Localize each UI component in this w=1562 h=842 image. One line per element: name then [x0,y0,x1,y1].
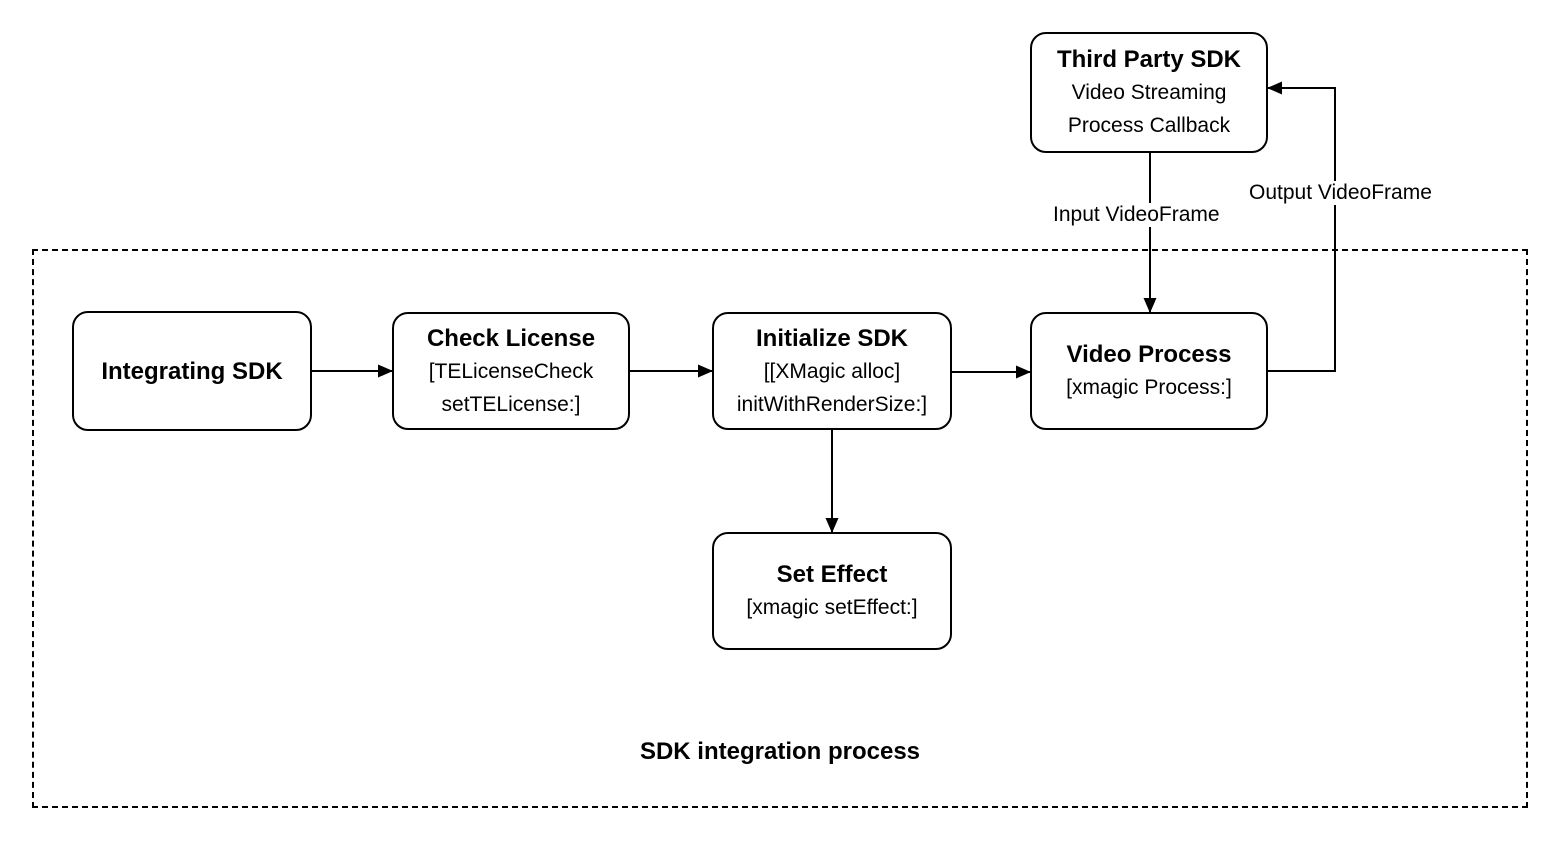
node-title: Video Process [1066,341,1232,368]
node-body-line: [xmagic setEffect:] [746,596,918,619]
node-check-license: Check License [TELicenseCheck setTELicen… [392,312,630,430]
node-title: Third Party SDK [1056,46,1242,73]
sdk-process-boundary [32,249,1528,808]
node-title: Check License [426,324,596,352]
node-body-line: Process Callback [1067,114,1231,137]
diagram-caption: SDK integration process [639,738,921,765]
edge-label-input-videoframe: Input VideoFrame [1050,203,1223,227]
node-title: Integrating SDK [101,357,283,385]
node-third-party-sdk: Third Party SDK Video Streaming Process … [1030,32,1268,153]
node-set-effect: Set Effect [xmagic setEffect:] [712,532,952,650]
node-body-line: [[XMagic alloc] [763,359,901,383]
node-body-line: Video Streaming [1071,81,1227,104]
node-body-line: setTELicense:] [441,392,581,416]
node-title: Initialize SDK [755,324,909,352]
node-integrating-sdk: Integrating SDK [72,311,312,431]
node-title: Set Effect [776,561,888,588]
node-body-line: [TELicenseCheck [428,359,594,383]
node-body-line: [xmagic Process:] [1066,376,1232,399]
edge-label-output-videoframe: Output VideoFrame [1246,181,1435,205]
edge-output-videoframe [1267,81,1336,372]
node-video-process: Video Process [xmagic Process:] [1030,312,1268,430]
node-initialize-sdk: Initialize SDK [[XMagic alloc] initWithR… [712,312,952,430]
node-body-line: initWithRenderSize:] [736,392,928,416]
